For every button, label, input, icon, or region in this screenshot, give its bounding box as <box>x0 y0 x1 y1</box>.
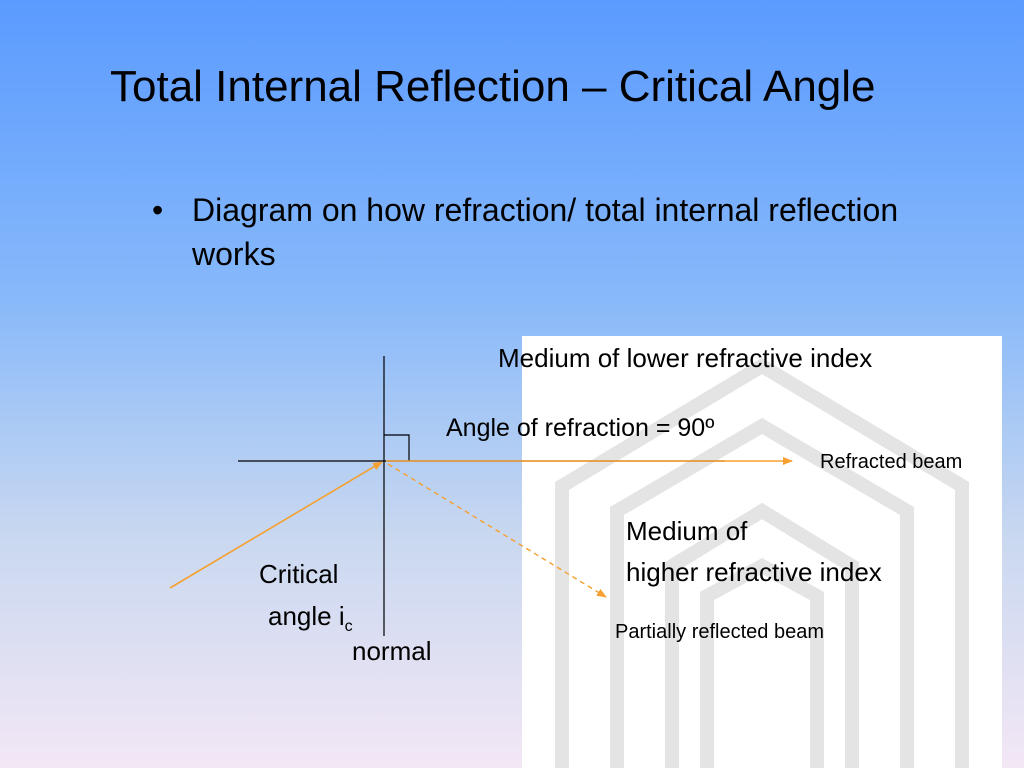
label-critical-angle: angle ic <box>268 601 353 636</box>
partially-reflected-beam <box>387 463 607 598</box>
incident-beam <box>169 461 383 589</box>
label-angle-of-refraction: Angle of refraction = 90º <box>446 414 715 442</box>
slide-title: Total Internal Reflection – Critical Ang… <box>110 62 876 111</box>
bullet-list: • Diagram on how refraction/ total inter… <box>152 188 912 276</box>
watermark-panel <box>522 336 1002 768</box>
critical-angle-subscript: c <box>344 618 353 635</box>
label-critical: Critical <box>259 559 339 589</box>
watermark-logo <box>555 357 969 768</box>
label-medium-lower: Medium of lower refractive index <box>498 343 873 373</box>
label-partially-reflected-beam: Partially reflected beam <box>615 621 824 643</box>
label-medium-higher-line1: Medium of <box>626 516 748 546</box>
label-medium-higher-line2: higher refractive index <box>626 557 882 587</box>
bullet-text: Diagram on how refraction/ total interna… <box>192 192 899 272</box>
label-refracted-beam: Refracted beam <box>820 451 963 473</box>
bullet-item: • Diagram on how refraction/ total inter… <box>152 188 912 276</box>
label-normal: normal <box>352 636 432 666</box>
critical-angle-text: angle i <box>268 601 345 631</box>
right-angle-marker <box>384 434 410 461</box>
bullet-marker: • <box>152 192 164 228</box>
